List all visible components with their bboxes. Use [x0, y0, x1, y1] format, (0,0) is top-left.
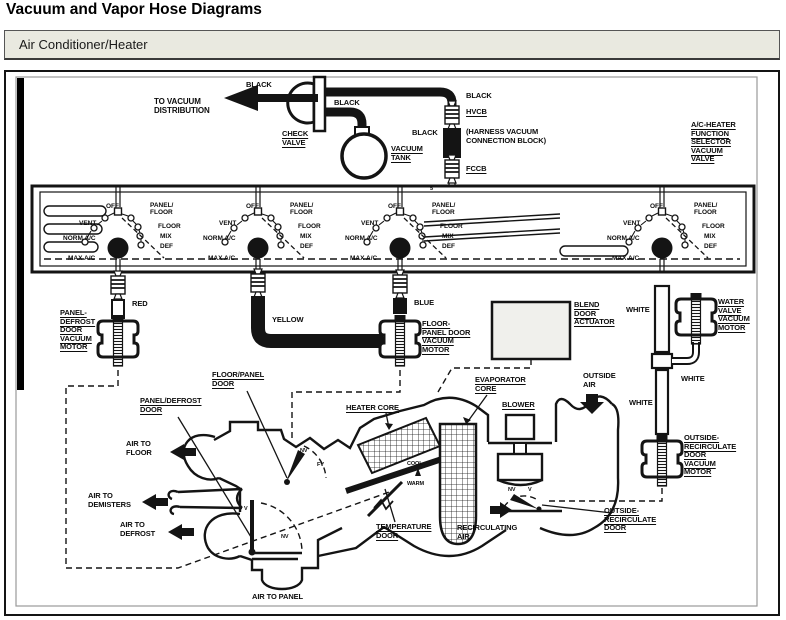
blower-label: BLOWER — [502, 400, 535, 409]
to-vacuum-distribution-label: TO VACUUM DISTRIBUTION — [154, 97, 210, 115]
red-label: RED — [132, 299, 148, 308]
water-valve-motor-label: WATER VALVE VACUUM MOTOR — [718, 297, 750, 332]
white-elbow-label: WHITE — [681, 374, 705, 383]
norm-ac-label: NORM A/C — [203, 235, 236, 242]
blend-door-actuator-label: BLEND DOOR ACTUATOR — [574, 300, 615, 326]
air-to-panel-label: AIR TO PANEL — [252, 592, 304, 601]
warm-label: WARM — [407, 481, 425, 487]
mix-label: MIX — [160, 233, 172, 240]
outside-air-label: OUTSIDE AIR — [583, 371, 616, 389]
panel-floor-label: PANEL/ FLOOR — [290, 202, 314, 216]
off-label: OFF — [650, 203, 663, 210]
cool-label: COOL — [407, 461, 423, 467]
section-title: Air Conditioner/Heater — [19, 37, 148, 52]
recirculating-air-label: RECIRCULATING AIR — [457, 523, 518, 541]
selector-group-1: OFF VENT NORM A/C MAX A/C PANEL/ FLOOR F… — [38, 196, 218, 266]
floor-panel-door-label: FLOOR/PANEL DOOR — [212, 370, 265, 388]
norm-ac-label: NORM A/C — [345, 235, 378, 242]
check-valve-label: CHECK VALVE — [282, 129, 309, 147]
floor-panel-motor-label: FLOOR- PANEL DOOR VACUUM MOTOR — [422, 319, 471, 354]
selector-group-3: OFF VENT NORM A/C MAX A/C PANEL/ FLOOR F… — [320, 196, 500, 266]
yellow-label: YELLOW — [272, 315, 304, 324]
vent-label: VENT — [623, 220, 641, 227]
nv-recirc-label: NV — [508, 487, 516, 493]
panel-floor-label: PANEL/ FLOOR — [432, 202, 456, 216]
max-ac-label: MAX A/C — [612, 255, 640, 262]
nv-panel-defrost-label: NV — [281, 534, 289, 540]
panel-floor-label: PANEL/ FLOOR — [150, 202, 174, 216]
air-to-defrost-label: AIR TO DEFROST — [120, 520, 156, 538]
floor-label: FLOOR — [702, 223, 725, 230]
outside-recirculate-door-label: OUTSIDE- RECIRCULATE DOOR — [604, 506, 657, 532]
panel-defrost-motor-label: PANEL- DEFROST DOOR VACUUM MOTOR — [60, 308, 96, 351]
vacuum-tank-label: VACUUM TANK — [391, 144, 423, 162]
black-hvcb-label: BLACK — [466, 91, 492, 100]
norm-ac-label: NORM A/C — [63, 235, 96, 242]
ac-heater-valve-label: A/C-HEATER FUNCTION SELECTOR VACUUM VALV… — [691, 120, 736, 163]
temperature-door-label: TEMPERATURE DOOR — [376, 522, 432, 540]
off-label: OFF — [246, 203, 259, 210]
white-right-label: WHITE — [626, 305, 650, 314]
selector-group-2: OFF VENT NORM A/C MAX A/C PANEL/ FLOOR F… — [178, 196, 358, 266]
page-title: Vacuum and Vapor Hose Diagrams — [6, 1, 262, 18]
off-label: OFF — [106, 203, 119, 210]
blue-label: BLUE — [414, 298, 435, 307]
air-to-demisters-label: AIR TO DEMISTERS — [88, 491, 131, 509]
vent-label: VENT — [79, 220, 97, 227]
floor-label: FLOOR — [440, 223, 463, 230]
mix-label: MIX — [300, 233, 312, 240]
white-lower-label: WHITE — [629, 398, 653, 407]
selector-group-4: OFF VENT NORM A/C MAX A/C PANEL/ FLOOR F… — [582, 196, 762, 266]
fccb-label: FCCB — [466, 164, 487, 173]
v-recirc-label: V — [528, 487, 532, 493]
v-panel-defrost-label: V — [244, 506, 248, 512]
vent-label: VENT — [361, 220, 379, 227]
mix-label: MIX — [442, 233, 454, 240]
panel-floor-label: PANEL/ FLOOR — [694, 202, 718, 216]
norm-ac-label: NORM A/C — [607, 235, 640, 242]
mix-label: MIX — [704, 233, 716, 240]
black-top-label: BLACK — [246, 80, 272, 89]
black-right-label: BLACK — [412, 128, 438, 137]
fv-label: FV — [317, 462, 324, 468]
panel-marker: 5 — [430, 186, 433, 192]
def-label: DEF — [300, 243, 313, 250]
outside-recirc-motor-label: OUTSIDE- RECIRCULATE DOOR VACUUM MOTOR — [684, 433, 737, 476]
max-ac-label: MAX A/C — [350, 255, 378, 262]
floor-label: FLOOR — [298, 223, 321, 230]
heater-core-label: HEATER CORE — [346, 403, 399, 412]
evaporator-core-label: EVAPORATOR CORE — [475, 375, 526, 393]
section-header-bar[interactable]: Air Conditioner/Heater — [4, 30, 780, 60]
def-label: DEF — [160, 243, 173, 250]
def-label: DEF — [442, 243, 455, 250]
def-label: DEF — [704, 243, 717, 250]
hvcb-label: HVCB — [466, 107, 487, 116]
nv-floor-panel-label: NV — [300, 448, 308, 454]
off-label: OFF — [388, 203, 401, 210]
vent-label: VENT — [219, 220, 237, 227]
max-ac-label: MAX A/C — [68, 255, 96, 262]
black-mid-label: BLACK — [334, 98, 360, 107]
air-to-floor-label: AIR TO FLOOR — [126, 439, 152, 457]
max-ac-label: MAX A/C — [208, 255, 236, 262]
panel-defrost-door-label: PANEL/DEFROST DOOR — [140, 396, 202, 414]
floor-label: FLOOR — [158, 223, 181, 230]
harness-note-label: (HARNESS VACUUM CONNECTION BLOCK) — [466, 127, 546, 145]
